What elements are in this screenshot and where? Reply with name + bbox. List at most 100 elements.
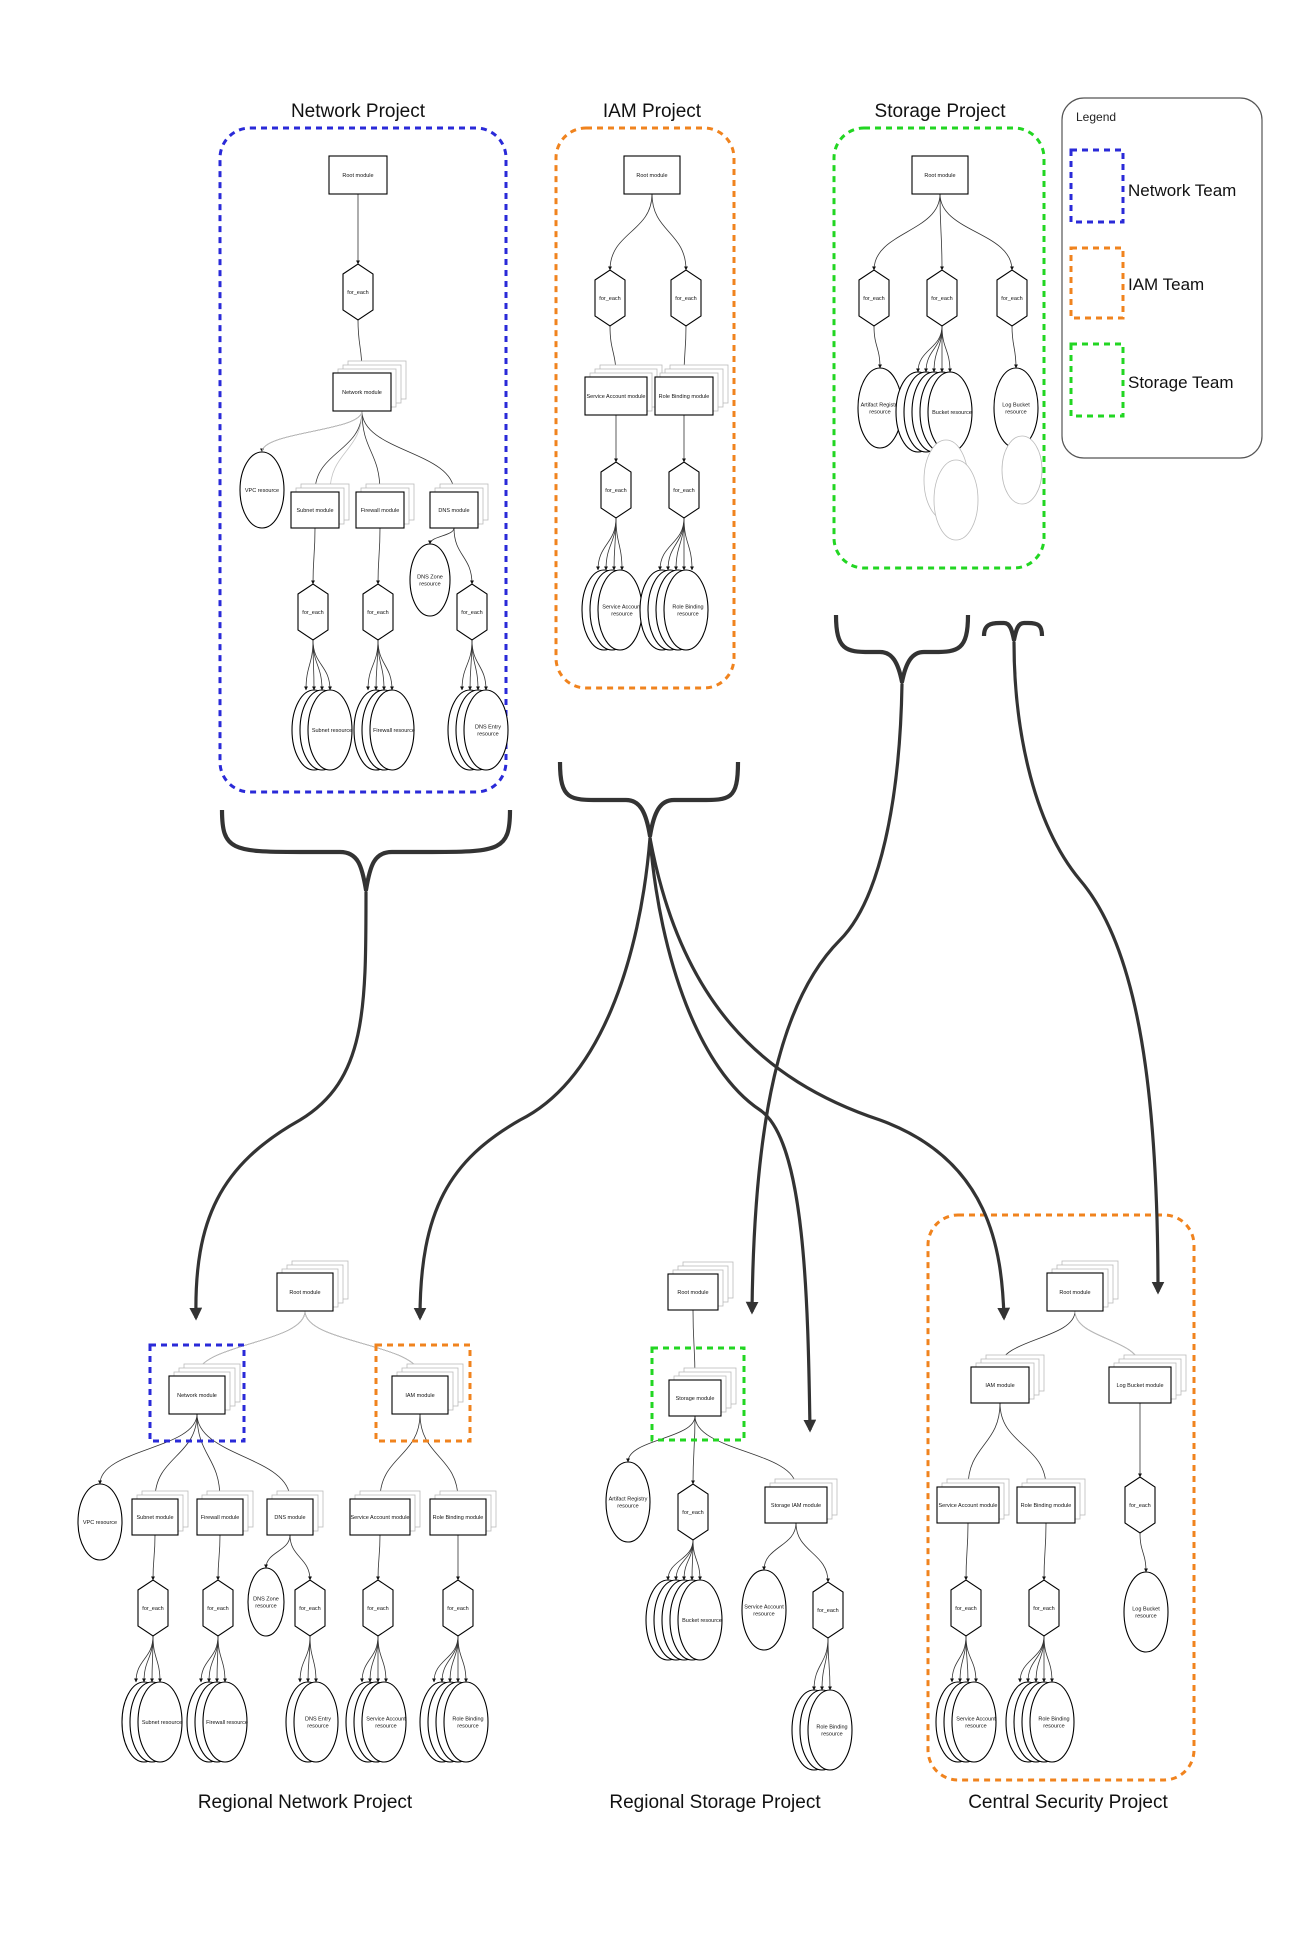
- cs-service-account-resources-label: resource: [965, 1724, 986, 1730]
- dependency-edge: [376, 527, 381, 585]
- dependency-edge: [939, 193, 1014, 271]
- cs-log-bucket-resource-shape: [1123, 1571, 1169, 1653]
- np-subnet-module: Subnet module: [290, 483, 350, 529]
- iam-sa-inner-for-each-shape: [600, 461, 632, 519]
- cs-rb-for-each-shape: [1028, 1579, 1060, 1637]
- network-to-regional-network-arrow: [189, 891, 368, 1321]
- rn-dns-zone-resource-shape: [247, 1567, 285, 1637]
- storage-project-border: [832, 126, 1046, 570]
- cs-role-binding-module: Role Binding module: [1016, 1478, 1086, 1524]
- sp-log-bucket-for-each-label: for_each: [1001, 296, 1022, 302]
- iam-service-account-resources-label: resource: [611, 612, 632, 618]
- cs-role-binding-module-box: [1016, 1486, 1076, 1524]
- np-vpc-resource-shape: [239, 451, 285, 529]
- rn-vpc-resource-shape: [77, 1483, 123, 1561]
- iam-rb-inner-for-each-label: for_each: [673, 488, 694, 494]
- iam-sa-for-each-shape: [594, 269, 626, 327]
- np-subnet-module-label: Subnet module: [297, 508, 334, 514]
- iam-sa-for-each: for_each: [594, 269, 626, 327]
- rs-root-module-box: [667, 1273, 719, 1311]
- sp-root-module-box: [911, 155, 969, 195]
- cs-log-bucket-module: Log Bucket module: [1108, 1354, 1187, 1404]
- iam-rb-for-each: for_each: [670, 269, 702, 327]
- rn-network-module-label: Network module: [177, 1393, 217, 1399]
- dependency-edge: [329, 410, 363, 493]
- rs-storage-team-border: [650, 1346, 746, 1442]
- rn-role-binding-module-label: Role Binding module: [433, 1515, 484, 1521]
- iam-sa-inner-for-each-label: for_each: [605, 488, 626, 494]
- np-subnet-module-box: [290, 491, 340, 529]
- rn-rb-for-each-label: for_each: [447, 1606, 468, 1612]
- dependency-edge: [873, 325, 882, 369]
- dependency-edge: [377, 1635, 388, 1683]
- sp-artifact-registry-resource-label: Artifact Registry: [861, 403, 900, 409]
- iam-role-binding-module-box: [654, 376, 714, 416]
- legend-frame: [1061, 97, 1263, 459]
- np-subnet-for-each: for_each: [297, 583, 329, 641]
- dependency-edge: [419, 1413, 460, 1500]
- rn-firewall-for-each: for_each: [202, 1579, 234, 1637]
- iam-service-account-module: Service Account module: [584, 364, 663, 416]
- rn-service-account-module-label: Service Account module: [350, 1515, 409, 1521]
- dependency-edge: [1139, 1532, 1148, 1573]
- rn-dns-for-each: for_each: [294, 1579, 326, 1637]
- np-dns-entry-resources-label: resource: [477, 732, 498, 738]
- dependency-edge: [666, 1539, 694, 1581]
- iam-rb-inner-for-each-shape: [668, 461, 700, 519]
- rn-network-team-border: [148, 1343, 246, 1443]
- dependency-edge: [261, 410, 363, 453]
- dependency-edge: [306, 1635, 311, 1683]
- sp-bucket-resources: BuBuBuBuBucket resource: [895, 371, 973, 453]
- dependency-edge: [939, 193, 944, 271]
- sp-bucket-resources-label: Bucket resource: [932, 410, 972, 416]
- dependency-edge: [309, 1635, 318, 1683]
- np-dns-zone-resource-label: resource: [419, 582, 440, 588]
- rn-firewall-for-each-shape: [202, 1579, 234, 1637]
- cs-log-bucket-module-box: [1108, 1366, 1172, 1404]
- np-dns-zone-resource-label: DNS Zone: [417, 575, 443, 581]
- dependency-edge: [460, 639, 473, 691]
- rn-root-module-box: [276, 1272, 334, 1312]
- dependency-edge: [608, 193, 653, 271]
- dependency-edge: [374, 639, 379, 691]
- dependency-edge: [615, 517, 624, 571]
- dependency-edge: [958, 1635, 967, 1683]
- cs-service-account-module-label: Service Account module: [938, 1503, 997, 1509]
- dependency-edge: [468, 639, 473, 691]
- rs-artifact-registry-resource-label: Artifact Registry: [609, 1497, 648, 1503]
- dependency-edge: [820, 1637, 829, 1691]
- storage-to-regional-storage-arrow: [745, 683, 904, 1315]
- cs-iam-module: IAM module: [970, 1354, 1045, 1404]
- rn-subnet-module-box: [131, 1498, 179, 1536]
- sp-artifact-registry-resource-label: resource: [869, 410, 890, 416]
- rs-root-module: Root module: [667, 1261, 734, 1311]
- dependency-edge: [965, 1635, 978, 1683]
- cs-role-binding-resources-instance: [1029, 1681, 1075, 1763]
- dependency-edge: [694, 1415, 798, 1488]
- rn-subnet-resources-instance: [137, 1681, 183, 1763]
- rs-bucket-resources-instance: [677, 1579, 723, 1661]
- np-dns-for-each-shape: [456, 583, 488, 641]
- dependency-edge: [366, 639, 379, 691]
- dependency-edge: [378, 1413, 421, 1500]
- dependency-edge: [153, 1413, 198, 1500]
- rs-storage-module-label: Storage module: [676, 1396, 715, 1402]
- cs-role-binding-resources-label: Role Binding: [1038, 1717, 1069, 1723]
- dependency-edge: [691, 1415, 696, 1485]
- rn-iam-module-box: [391, 1375, 449, 1415]
- rs-artifact-registry-resource-label: resource: [617, 1504, 638, 1510]
- rn-firewall-module: Firewall module: [196, 1490, 254, 1536]
- rn-dns-for-each-shape: [294, 1579, 326, 1637]
- rs-storage-iam-module: Storage IAM module: [764, 1478, 838, 1524]
- np-firewall-module-label: Firewall module: [361, 508, 400, 514]
- rs-bucket-resources-label: Bucket resource: [682, 1618, 722, 1624]
- legend-title: Legend: [1076, 110, 1116, 124]
- rn-dns-for-each-label: for_each: [299, 1606, 320, 1612]
- cs-iam-module-label: IAM module: [985, 1383, 1014, 1389]
- np-firewall-for-each-shape: [362, 583, 394, 641]
